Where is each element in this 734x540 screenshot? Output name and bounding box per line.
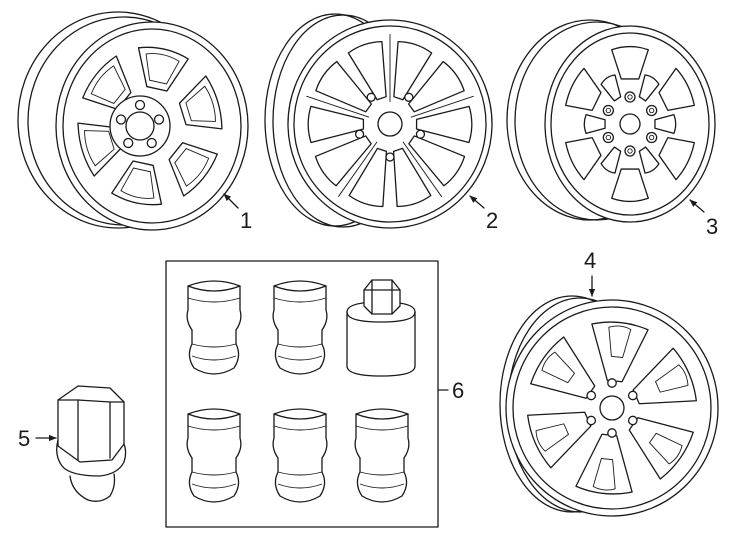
svg-text:5: 5 [18, 426, 30, 451]
svg-text:2: 2 [486, 208, 498, 233]
callout-4: 4 [584, 248, 596, 297]
lug-nut-5[interactable] [56, 385, 127, 502]
callout-6: 6 [437, 378, 464, 403]
locking-lug-nut [272, 408, 328, 503]
callout-5: 5 [18, 426, 57, 451]
wheel-2[interactable] [264, 13, 493, 229]
wheel-3[interactable] [506, 19, 716, 223]
svg-text:4: 4 [584, 248, 596, 273]
locking-lug-nut [186, 280, 242, 375]
locking-lug-nut [186, 408, 242, 503]
callout-3: 3 [689, 199, 718, 239]
svg-text:1: 1 [240, 208, 252, 233]
lock-key [346, 279, 416, 377]
callout-2: 2 [469, 195, 498, 233]
wheel-lock-kit-6[interactable] [165, 260, 439, 528]
locking-lug-nut [354, 408, 410, 503]
wheel-1[interactable] [17, 11, 249, 231]
locking-lug-nut [272, 280, 328, 375]
svg-text:3: 3 [706, 214, 718, 239]
callout-1: 1 [223, 193, 252, 233]
wheel-4[interactable] [499, 295, 719, 517]
svg-text:6: 6 [452, 378, 464, 403]
